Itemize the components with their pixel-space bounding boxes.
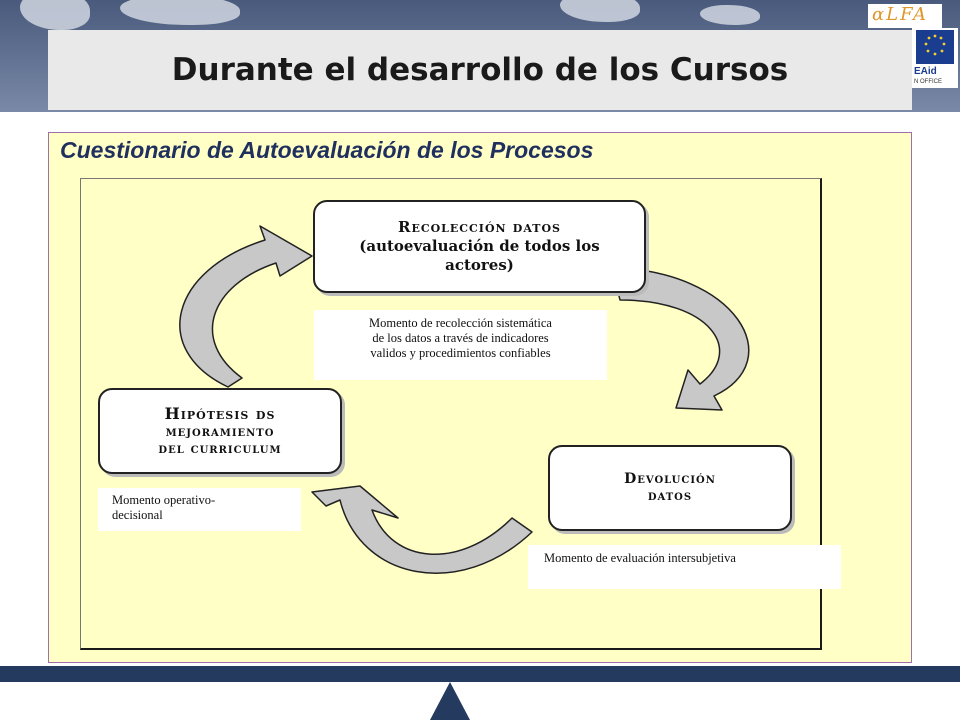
node-hipotesis-line2: mejoramiento [165,423,275,440]
note-hipotesis: Momento operativo- decisional [98,488,301,531]
node-recoleccion-title: Recolección datos [397,218,561,237]
node-devolucion-datos: Devolución datos [548,445,792,531]
note-devolucion-line1: Momento de evaluación intersubjetiva [544,551,736,565]
slide-subtitle: Cuestionario de Autoevaluación de los Pr… [60,137,594,163]
slide-title: Durante el desarrollo de los Cursos [171,52,789,88]
node-devolucion-line2: datos [647,488,693,504]
node-recoleccion-line3: actores) [445,255,514,274]
note-devolucion: Momento de evaluación intersubjetiva [528,545,841,589]
note-hipotesis-line2: decisional [112,508,163,522]
map-decoration [560,0,640,22]
footer-bar [0,666,960,682]
alfa-logo: αLFA [868,4,942,28]
note-recoleccion-line1: Momento de recolección sistemática [369,316,552,330]
note-recoleccion-line3: validos y procedimientos confiables [370,346,551,360]
node-hipotesis-line1: Hipótesis ds [164,403,276,423]
title-box: Durante el desarrollo de los Cursos [48,30,912,110]
map-decoration [700,5,760,25]
eu-flag-icon [916,30,954,64]
node-hipotesis-line3: del curriculum [158,441,282,457]
alfa-logo-text: αLFA [872,4,929,25]
europeaid-text: EAid [914,66,937,77]
map-decoration [20,0,90,30]
europeaid-logo: EAid N OFFICE [912,28,958,88]
note-recoleccion: Momento de recolección sistemática de lo… [314,310,607,380]
note-recoleccion-line2: de los datos a través de indicadores [372,331,549,345]
map-decoration [120,0,240,25]
footer-triangle-icon [430,682,470,720]
node-devolucion-line1: Devolución [624,470,716,487]
node-hipotesis: Hipótesis ds mejoramiento del curriculum [98,388,342,474]
node-recoleccion-datos: Recolección datos (autoevaluación de tod… [313,200,646,293]
europeaid-subtext: N OFFICE [914,79,942,85]
note-hipotesis-line1: Momento operativo- [112,493,216,507]
node-recoleccion-line2: (autoevaluación de todos los [359,237,600,256]
